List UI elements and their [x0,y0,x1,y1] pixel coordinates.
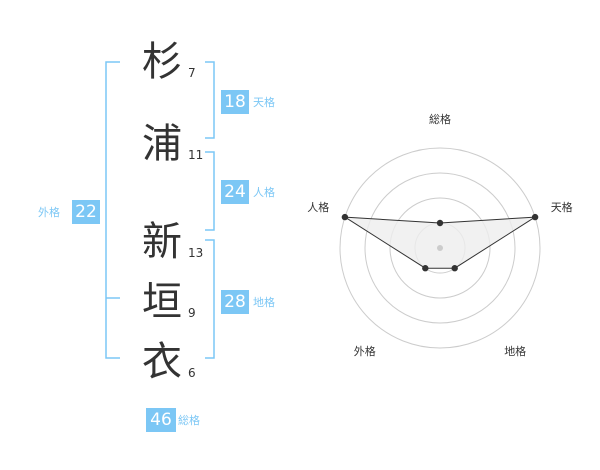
chikaku-bracket [205,239,215,359]
stroke-count-5: 6 [188,366,196,380]
gaikaku-value: 22 [72,200,100,224]
name-char-4: 垣 [142,279,182,325]
soukaku-value: 46 [146,408,176,432]
radar-point-2 [531,213,539,221]
chikaku-label: 地格 [253,296,275,309]
jinkaku-value: 24 [221,180,249,204]
radar-point-3 [451,265,458,272]
gaikaku-bracket [105,61,120,359]
chikaku-value: 28 [221,290,249,314]
radar-ring-2 [389,197,491,299]
radar-point-1 [436,219,444,227]
radar-center-dot [437,245,443,251]
radar-axis-label-2: 天格 [550,201,573,215]
radar-point-5 [341,213,349,221]
radar-point-4 [422,265,429,272]
name-char-1: 杉 [142,39,182,85]
radar-ring-4 [339,147,541,349]
jinkaku-bracket [205,151,215,231]
tenkaku-bracket [205,61,215,139]
radar-axis-label-3: 地格 [504,344,527,358]
radar-series-polygon [344,216,536,269]
radar-axis-label-1: 総格 [429,113,451,126]
tenkaku-value: 18 [221,90,249,114]
jinkaku-label: 人格 [253,186,275,199]
stroke-count-3: 13 [188,246,204,260]
radar-ring-3 [364,172,516,324]
radar-axis-label-5: 人格 [307,201,330,215]
radar-axis-label-4: 外格 [353,344,376,358]
stroke-count-2: 11 [188,148,204,162]
gaikaku-label: 外格 [38,206,60,219]
name-char-3: 新 [142,219,182,265]
soukaku-label: 総格 [178,414,200,427]
name-char-5: 衣 [142,339,182,385]
stroke-count-1: 7 [188,66,196,80]
name-char-2: 浦 [142,121,182,167]
tenkaku-label: 天格 [253,96,275,109]
stroke-count-4: 9 [188,306,196,320]
